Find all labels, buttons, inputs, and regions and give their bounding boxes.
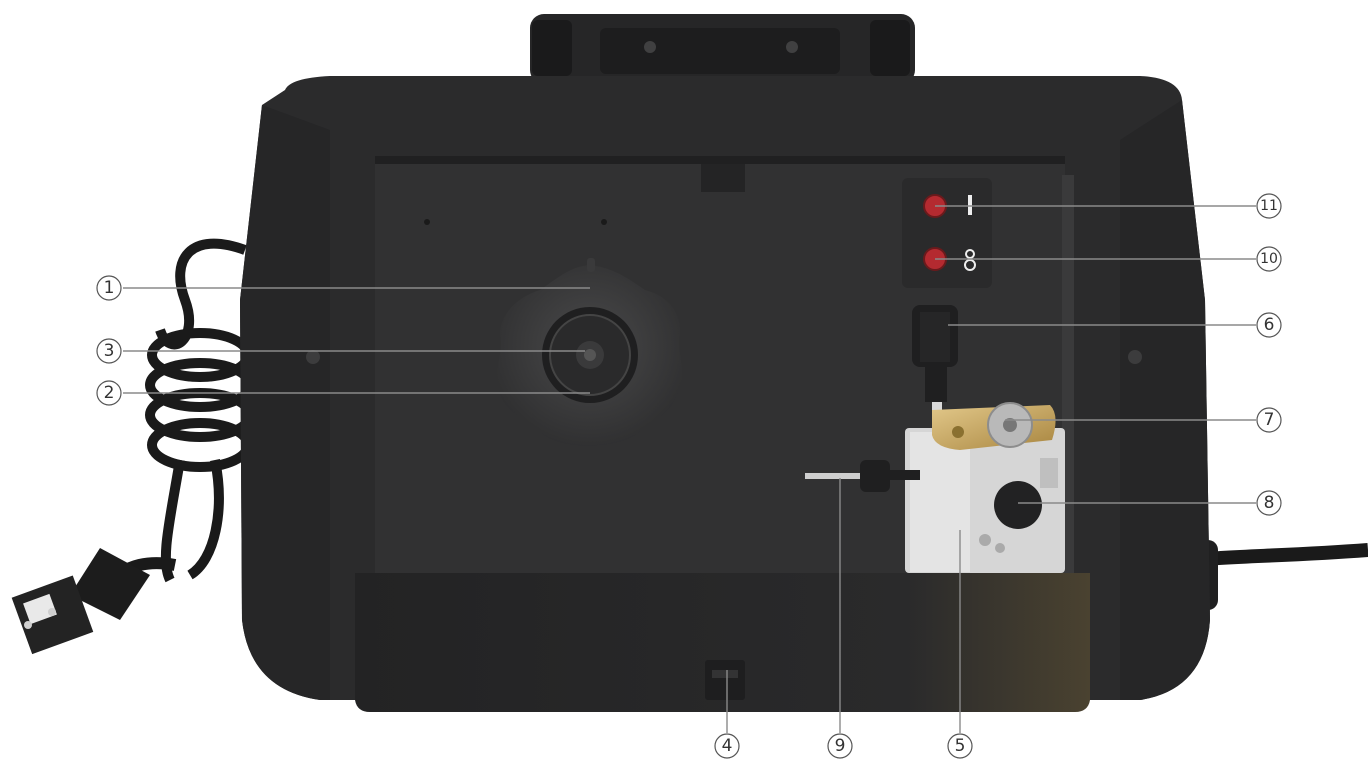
indicator-panel [902, 178, 992, 288]
callout-label-10: 10 [1260, 251, 1278, 267]
callout-9: 9 [827, 733, 853, 759]
callout-11: 11 [1256, 193, 1282, 219]
callout-3: 3 [96, 338, 122, 364]
power-plug [11, 548, 150, 655]
callout-label-11: 11 [1260, 198, 1278, 214]
callout-label-3: 3 [104, 341, 115, 361]
spool-knob [497, 258, 683, 447]
callout-4: 4 [714, 733, 740, 759]
callout-10: 10 [1256, 246, 1282, 272]
callout-label-5: 5 [955, 736, 966, 756]
callout-1: 1 [96, 275, 122, 301]
callout-7: 7 [1256, 407, 1282, 433]
callout-label-6: 6 [1264, 315, 1275, 335]
wire-feeder [905, 402, 1065, 573]
callout-label-7: 7 [1264, 410, 1275, 430]
leader-lines [123, 205, 1256, 733]
callout-8: 8 [1256, 490, 1282, 516]
torch-cable [1188, 540, 1368, 610]
callout-6: 6 [1256, 312, 1282, 338]
callout-label-4: 4 [722, 736, 733, 756]
torch-connector [912, 305, 958, 452]
callout-label-9: 9 [835, 736, 846, 756]
callout-markers: 1 2 3 4 5 6 7 8 [96, 193, 1282, 759]
callout-2: 2 [96, 380, 122, 406]
carry-handle [530, 14, 915, 84]
callout-label-2: 2 [104, 383, 115, 403]
power-cable [110, 238, 255, 584]
callout-5: 5 [947, 733, 973, 759]
side-door [355, 573, 1090, 712]
callout-label-8: 8 [1264, 493, 1275, 513]
tension-screw [805, 460, 950, 492]
callout-label-1: 1 [104, 278, 115, 298]
